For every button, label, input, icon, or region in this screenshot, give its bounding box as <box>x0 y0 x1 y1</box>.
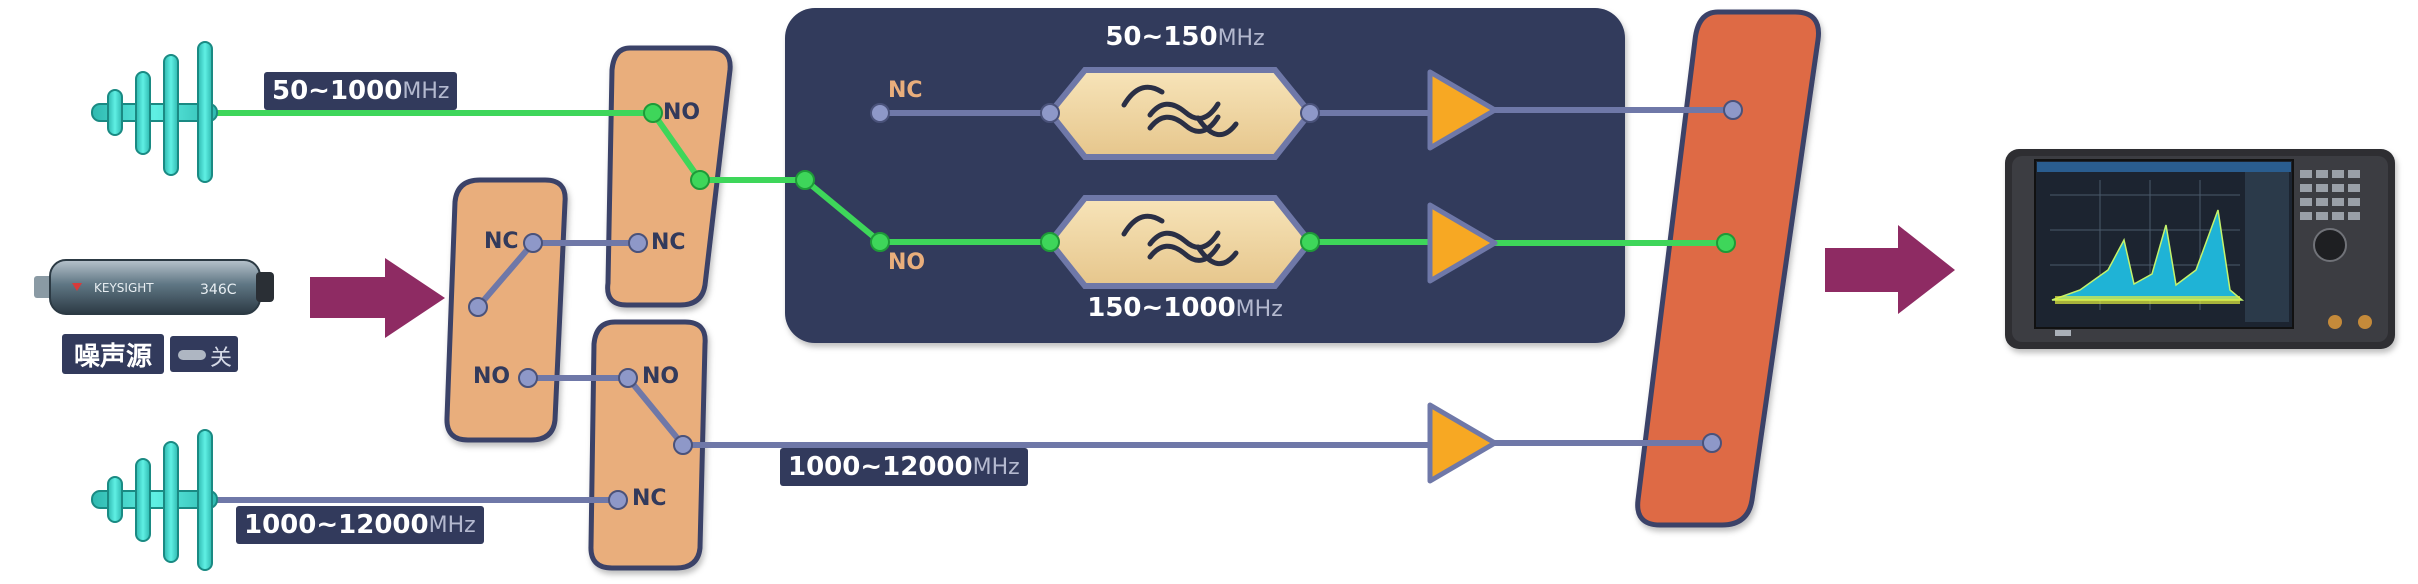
keysight-logo-icon <box>72 283 82 291</box>
noise-source-toggle[interactable]: 关 <box>170 336 238 372</box>
amplifier-top-icon <box>1427 69 1498 151</box>
noise-source-label-bg <box>62 334 164 374</box>
switch-a-no-label: NO <box>663 100 701 125</box>
antenna-bottom-icon <box>91 429 218 571</box>
combiner-block <box>1635 9 1822 528</box>
filter-bottom <box>1046 195 1314 289</box>
filter-bottom-port-label: NO <box>888 250 926 275</box>
switch-b[interactable] <box>444 177 568 443</box>
filter-top-port-label: NC <box>888 78 923 103</box>
filter-top-symbol-icon <box>1121 84 1239 137</box>
filter-top-freq-unit: MHz <box>1217 26 1265 51</box>
filter-bottom-freq-unit: MHz <box>1235 297 1283 322</box>
switch-b-no-label: NO <box>473 364 511 389</box>
toggle-switch-icon <box>178 350 206 360</box>
filter-top-freq-label: 50~150MHz <box>1090 22 1280 52</box>
filter-bottom-freq-label: 150~1000MHz <box>1050 293 1320 323</box>
arrow-right-icon <box>1825 225 1955 314</box>
freq-label-antenna-top-unit: MHz <box>402 78 450 104</box>
noise-source-label: 噪声源 <box>74 342 152 372</box>
freq-label-antenna-bottom-value: 1000~12000 <box>244 510 429 540</box>
freq-label-high-path-unit: MHz <box>972 454 1020 480</box>
filter-panel <box>785 8 1625 343</box>
switch-b-nc-label: NC <box>484 229 519 254</box>
freq-label-antenna-bottom-unit: MHz <box>428 512 476 538</box>
switch-c-no-label: NO <box>642 364 680 389</box>
amplifier-bottom-icon <box>1427 402 1498 484</box>
spectrum-analyzer-device <box>2005 149 2395 349</box>
switch-c-nc-label: NC <box>632 486 667 511</box>
antenna-top-icon <box>91 41 218 183</box>
freq-label-antenna-top-value: 50~1000 <box>272 76 403 106</box>
filter-top <box>1046 67 1314 160</box>
amplifier-mid-icon <box>1427 202 1498 284</box>
filter-bottom-symbol-icon <box>1121 213 1239 266</box>
freq-label-high-path-value: 1000~12000 <box>788 452 973 482</box>
noise-source-state: 关 <box>210 346 232 371</box>
arrow-left-icon <box>310 258 445 338</box>
idle-nodes <box>468 100 1743 510</box>
switch-a[interactable] <box>605 45 733 308</box>
analyzer-knob-icon <box>2313 228 2347 262</box>
switch-a-nc-label: NC <box>651 230 686 255</box>
spectrum-trace-icon <box>2051 209 2245 301</box>
active-signal-path <box>212 110 1729 246</box>
noise-source-model: 346C <box>200 282 237 298</box>
active-nodes <box>643 103 1736 253</box>
noise-source-device <box>34 259 274 315</box>
filter-top-freq-value: 50~150 <box>1105 22 1218 52</box>
idle-wiring <box>212 107 1736 503</box>
noise-source-brand: KEYSIGHT <box>94 281 154 295</box>
filter-bottom-freq-value: 150~1000 <box>1087 293 1236 323</box>
